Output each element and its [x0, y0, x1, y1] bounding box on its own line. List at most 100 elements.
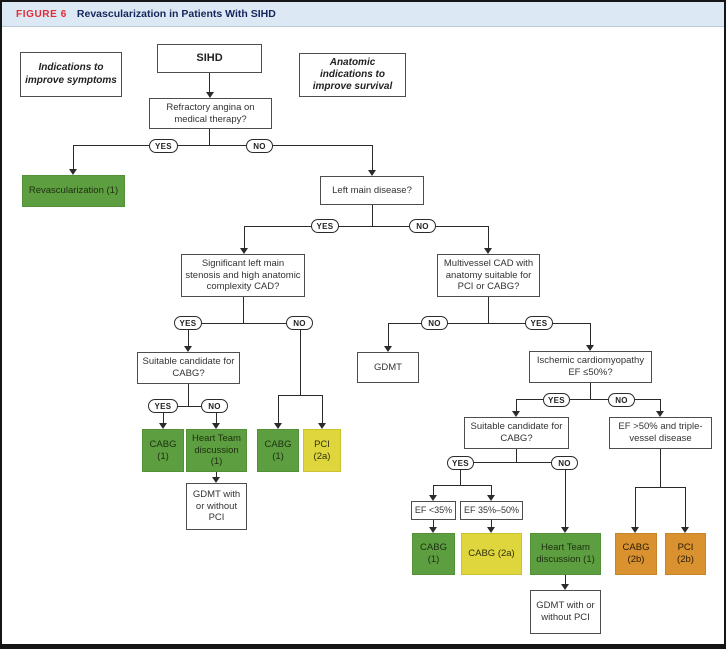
yes-pill: YES [447, 456, 474, 470]
node-ischemic-cardiomyopathy: Ischemic cardiomyopathy EF ≤50%? [529, 351, 652, 383]
arrowhead [184, 346, 192, 352]
connector-line [322, 395, 324, 423]
connector-line [163, 406, 216, 408]
node-gdmt-pci-left: GDMT with or without PCI [186, 483, 247, 530]
figure-title: Revascularization in Patients With SIHD [76, 8, 276, 20]
node-left-main-disease: Left main disease? [320, 176, 424, 205]
node-sihd: SIHD [157, 44, 262, 73]
connector-line [516, 399, 660, 401]
connector-line [188, 384, 190, 406]
no-pill: NO [409, 219, 436, 233]
node-revascularization: Revascularization (1) [22, 175, 125, 207]
connector-line [660, 399, 662, 411]
arrowhead [561, 527, 569, 533]
node-pci-2a: PCI (2a) [303, 429, 341, 472]
yes-pill: YES [543, 393, 570, 407]
arrowhead [487, 495, 495, 501]
yes-pill: YES [149, 139, 178, 153]
arrowhead [240, 248, 248, 254]
figure-header: FIGURE 6 Revascularization in Patients W… [2, 2, 724, 27]
connector-line [590, 323, 592, 345]
node-heart-team-left: Heart Team discussion (1) [186, 429, 247, 472]
yes-pill: YES [174, 316, 202, 330]
connector-line [488, 297, 490, 323]
connector-line [433, 485, 491, 487]
node-gdmt-pci-right: GDMT with or without PCI [530, 590, 601, 634]
connector-line [635, 487, 685, 489]
arrowhead [487, 527, 495, 533]
connector-line [460, 462, 462, 485]
arrowhead [318, 423, 326, 429]
connector-line [460, 462, 565, 464]
arrowhead [512, 411, 520, 417]
arrowhead [274, 423, 282, 429]
node-gdmt: GDMT [357, 352, 419, 383]
connector-line [188, 323, 300, 325]
no-pill: NO [551, 456, 578, 470]
no-pill: NO [286, 316, 313, 330]
node-heart-team-right: Heart Team discussion (1) [530, 533, 601, 575]
connector-line [565, 462, 567, 527]
yes-pill: YES [525, 316, 553, 330]
node-suitable-cabg-left: Suitable candidate for CABG? [137, 352, 240, 384]
node-ef-lt35: EF <35% [411, 501, 456, 520]
arrowhead [206, 92, 214, 98]
node-suitable-cabg-right: Suitable candidate for CABG? [464, 417, 569, 449]
connector-line [491, 485, 493, 495]
label-indications-symptoms: Indications to improve symptoms [20, 52, 122, 97]
node-cabg-1-mid: CABG (1) [257, 429, 299, 472]
no-pill: NO [246, 139, 273, 153]
arrowhead [681, 527, 689, 533]
node-significant-left-main: Significant left main stenosis and high … [181, 254, 305, 297]
connector-line [300, 323, 302, 395]
connector-line [565, 575, 567, 584]
connector-line [433, 485, 435, 495]
arrowhead [484, 248, 492, 254]
connector-line [188, 323, 190, 346]
node-pci-2b: PCI (2b) [665, 533, 706, 575]
arrowhead [159, 423, 167, 429]
arrowhead [656, 411, 664, 417]
arrowhead [429, 495, 437, 501]
connector-line [278, 395, 280, 423]
connector-line [372, 145, 374, 170]
connector-line [244, 226, 489, 228]
no-pill: NO [201, 399, 228, 413]
node-cabg-1-left: CABG (1) [142, 429, 184, 472]
node-cabg-2a: CABG (2a) [461, 533, 522, 575]
node-ef-35-50: EF 35%–50% [460, 501, 523, 520]
arrowhead [212, 477, 220, 483]
connector-line [163, 406, 165, 423]
figure-number: FIGURE 6 [16, 8, 67, 20]
connector-line [388, 323, 390, 346]
connector-line [244, 226, 246, 248]
arrowhead [631, 527, 639, 533]
no-pill: NO [421, 316, 448, 330]
connector-line [491, 520, 493, 527]
connector-line [372, 205, 374, 226]
arrowhead [561, 584, 569, 590]
connector-line [590, 383, 592, 399]
connector-line [278, 395, 323, 397]
arrowhead [429, 527, 437, 533]
arrowhead [586, 345, 594, 351]
label-anatomic-indications: Anatomic indications to improve survival [299, 53, 406, 97]
arrowhead [69, 169, 77, 175]
yes-pill: YES [311, 219, 339, 233]
connector-line [73, 145, 75, 169]
connector-line [216, 472, 218, 477]
no-pill: NO [608, 393, 635, 407]
connector-line [388, 323, 590, 325]
connector-line [209, 129, 211, 146]
node-multivessel-cad: Multivessel CAD with anatomy suitable fo… [437, 254, 540, 297]
node-cabg-2b: CABG (2b) [615, 533, 657, 575]
connector-line [635, 487, 637, 527]
arrowhead [368, 170, 376, 176]
connector-line [433, 520, 435, 527]
connector-line [516, 399, 518, 411]
node-ef-gt50-triple-vessel: EF >50% and triple-vessel disease [609, 417, 712, 449]
arrowhead [212, 423, 220, 429]
node-refractory-angina: Refractory angina on medical therapy? [149, 98, 272, 129]
connector-line [488, 226, 490, 248]
